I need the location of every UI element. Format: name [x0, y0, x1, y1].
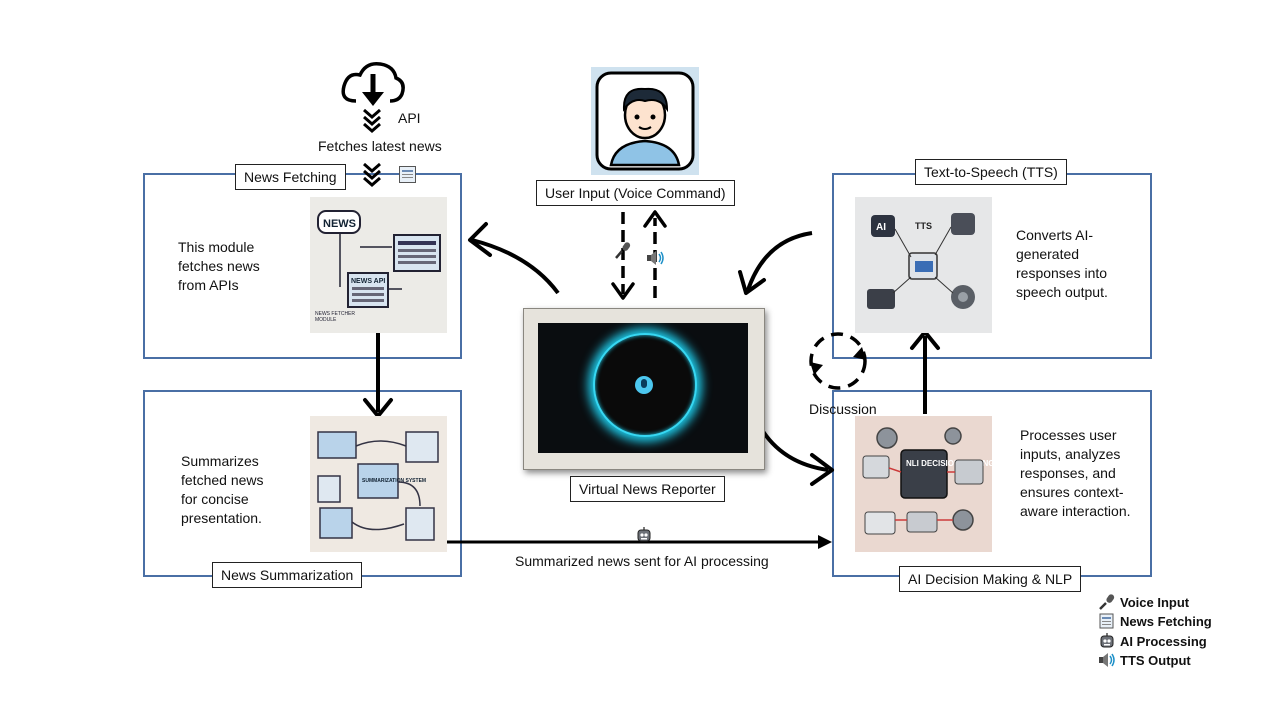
user-input-title: User Input (Voice Command)	[536, 180, 735, 206]
news-summarization-illustration: SUMMARIZATION SYSTEM	[310, 416, 447, 552]
virtual-reporter-screen	[523, 308, 765, 470]
api-label: API	[398, 110, 421, 126]
tts-description: Converts AI-generated responses into spe…	[1016, 227, 1108, 300]
news-summarization-description: Summarizes fetched news for concise pres…	[181, 453, 264, 526]
center-title: Virtual News Reporter	[570, 476, 725, 502]
arrow-to-news-fetching	[471, 238, 560, 295]
news-fetching-title: News Fetching	[235, 164, 346, 190]
legend-label-news: News Fetching	[1120, 613, 1212, 629]
fetch-latest-label: Fetches latest news	[318, 138, 442, 154]
legend-label-voice: Voice Input	[1120, 594, 1190, 610]
tts-illus-label: TTS	[915, 221, 932, 231]
legend-robot-icon	[1100, 633, 1114, 648]
news-fetching-description: This module fetches news from APIs	[178, 239, 260, 293]
illustration-label-news: NEWS	[323, 218, 356, 230]
summarized-news-label: Summarized news sent for AI processing	[515, 553, 769, 569]
newspaper-icon	[399, 166, 416, 183]
legend-speaker-icon	[1099, 653, 1115, 667]
illustration-label-summarization: SUMMARIZATION SYSTEM	[362, 478, 426, 484]
mic-orb-icon	[635, 376, 653, 394]
ai-decision-title: AI Decision Making & NLP	[899, 566, 1082, 592]
ai-decision-description: Processes user inputs, analyzes response…	[1020, 427, 1131, 519]
tts-illustration: AI TTS	[855, 197, 992, 333]
ai-decision-illustration: NLI DECISION MAKING	[855, 416, 994, 552]
ai-illus-label: NLI DECISION MAKING	[906, 459, 992, 468]
legend-item-ai: AI Processing	[1098, 633, 1207, 649]
robot-icon	[636, 527, 652, 548]
microphone-icon	[614, 241, 632, 264]
tts-illus-ai: AI	[876, 222, 886, 233]
news-summarization-title: News Summarization	[212, 562, 363, 588]
arrow-from-tts	[746, 231, 813, 291]
legend-label-tts: TTS Output	[1120, 652, 1191, 668]
discussion-label: Discussion	[809, 401, 877, 417]
illustration-label-api: NEWS API	[351, 278, 385, 285]
legend-item-tts: TTS Output	[1098, 652, 1191, 668]
chevron-down-stack-top	[363, 108, 381, 133]
legend-microphone-icon	[1099, 594, 1115, 610]
cloud-download-icon	[341, 61, 405, 106]
svg-text:MODULE: MODULE	[315, 317, 337, 323]
legend-item-voice: Voice Input	[1098, 594, 1189, 610]
news-fetching-illustration: NEWS NEWS API NEWS FETCHER MODULE	[310, 197, 447, 333]
legend-item-news: News Fetching	[1098, 613, 1212, 629]
user-avatar	[591, 67, 699, 175]
legend-newspaper-icon	[1099, 613, 1114, 629]
tts-title: Text-to-Speech (TTS)	[915, 159, 1067, 185]
legend-label-ai: AI Processing	[1120, 633, 1207, 649]
speaker-icon	[646, 250, 666, 271]
svg-text:NEWS FETCHER: NEWS FETCHER	[315, 311, 355, 317]
